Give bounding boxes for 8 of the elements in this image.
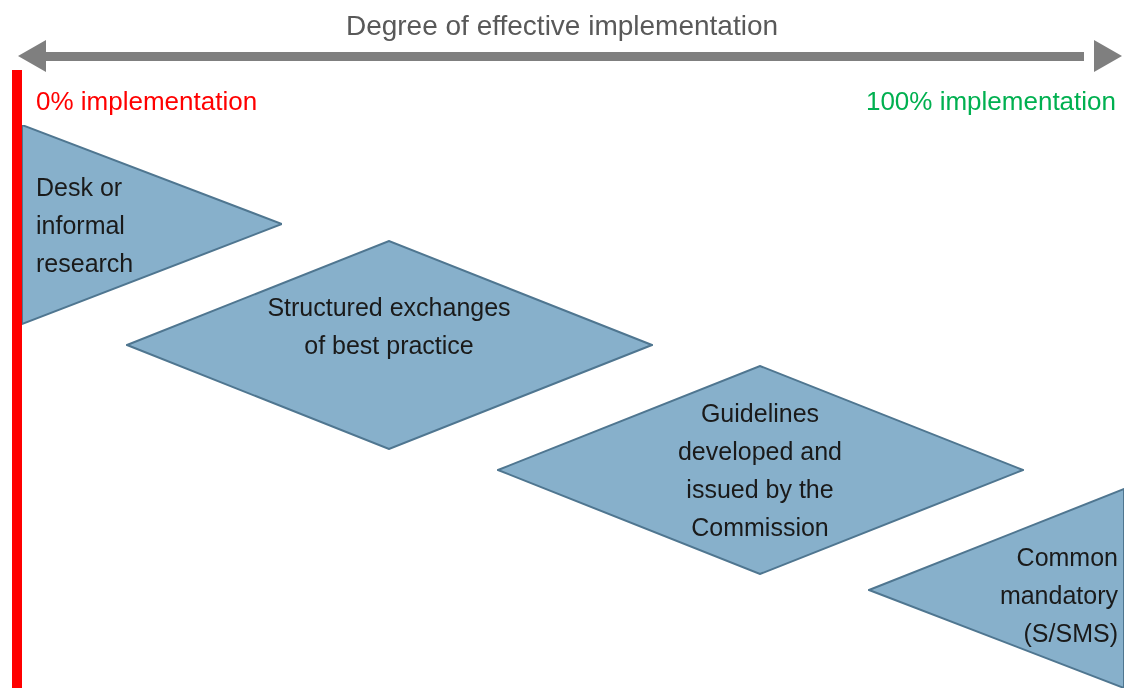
stage-text: Guidelines developed and issued by the Commission <box>676 398 843 543</box>
axis-title: Degree of effective implementation <box>344 10 780 42</box>
stage-diamond <box>868 488 1124 688</box>
stage-text: Common mandatory (S/SMS) <box>998 542 1118 649</box>
stage-text: Structured exchanges of best practice <box>266 292 512 361</box>
axis-start-label: 0% implementation <box>36 86 258 117</box>
axis-end-label: 100% implementation <box>865 86 1116 117</box>
stage-text: Desk or informal research <box>36 172 135 279</box>
